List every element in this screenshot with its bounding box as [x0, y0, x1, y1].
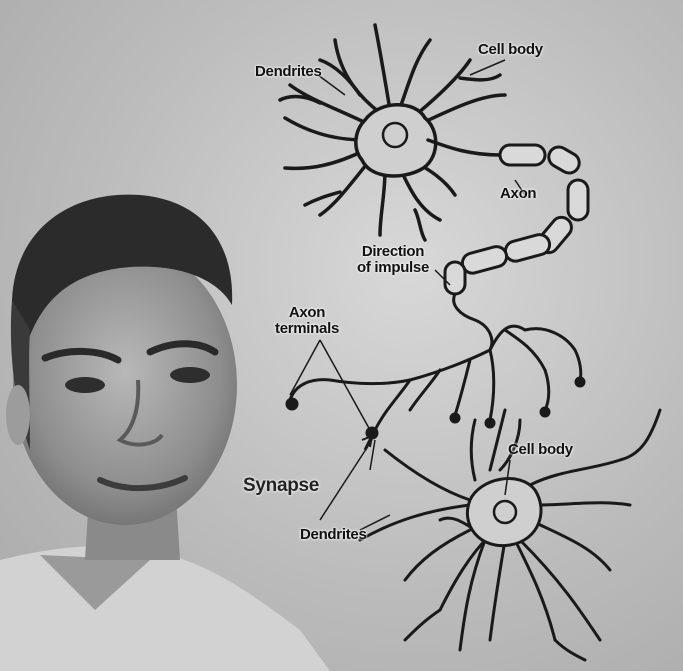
- left-eye: [65, 377, 105, 393]
- shirt: [0, 546, 330, 671]
- label-cell-body-top: Cell body: [478, 42, 543, 58]
- label-synapse: Synapse: [243, 476, 319, 496]
- axon-myelin: [445, 143, 588, 294]
- label-direction-of-impulse: Direction of impulse: [357, 244, 429, 276]
- label-direction-line2: of impulse: [357, 259, 429, 276]
- label-dendrites-top: Dendrites: [255, 64, 322, 80]
- label-axon-terminals-line2: terminals: [275, 320, 339, 337]
- top-neuron: [280, 25, 505, 240]
- student-photo: [0, 195, 330, 671]
- right-eye: [170, 367, 210, 383]
- label-cell-body-bottom: Cell body: [508, 442, 573, 458]
- label-axon-terminals-line1: Axon: [289, 304, 325, 321]
- label-axon-terminals: Axon terminals: [275, 305, 339, 337]
- label-dendrites-bottom: Dendrites: [300, 527, 367, 543]
- label-direction-line1: Direction: [362, 243, 424, 260]
- ear: [6, 385, 30, 445]
- label-axon: Axon: [500, 186, 536, 202]
